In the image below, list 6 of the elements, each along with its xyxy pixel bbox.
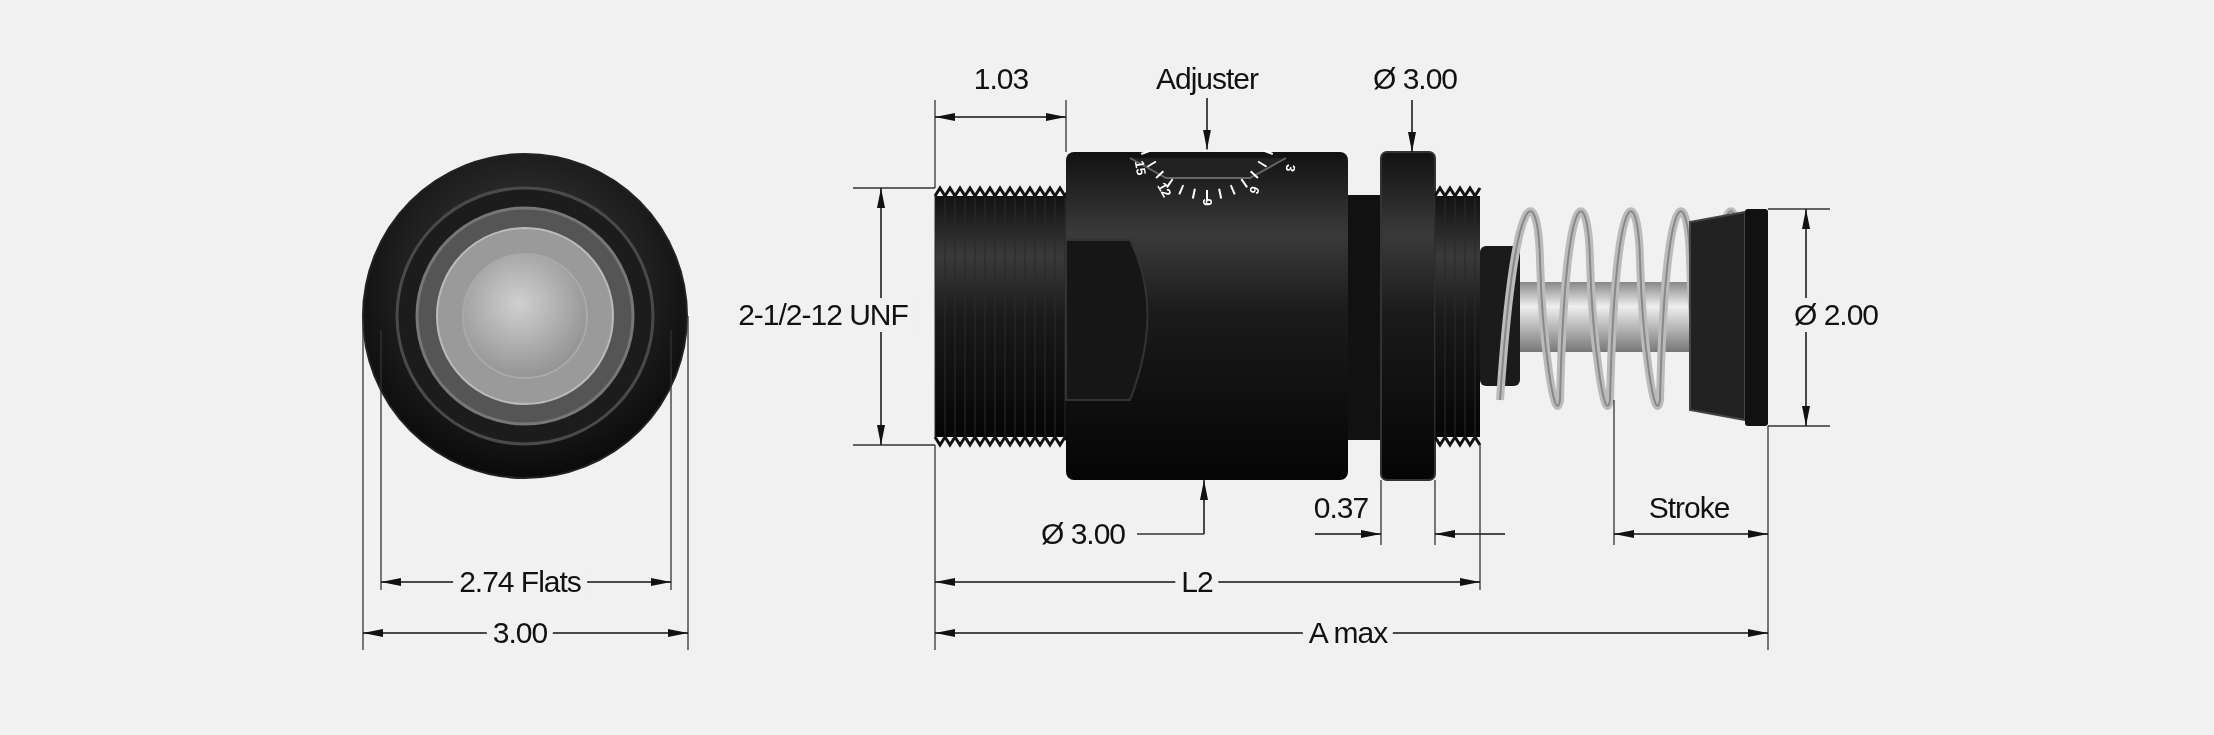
leader-line	[1203, 97, 1211, 151]
dial-number: 6	[1246, 184, 1262, 196]
dial-number: 15	[1131, 159, 1149, 177]
dial-number: 9	[1200, 198, 1214, 206]
dial-number: 3	[1282, 163, 1298, 173]
dial-number: 12	[1154, 180, 1174, 200]
